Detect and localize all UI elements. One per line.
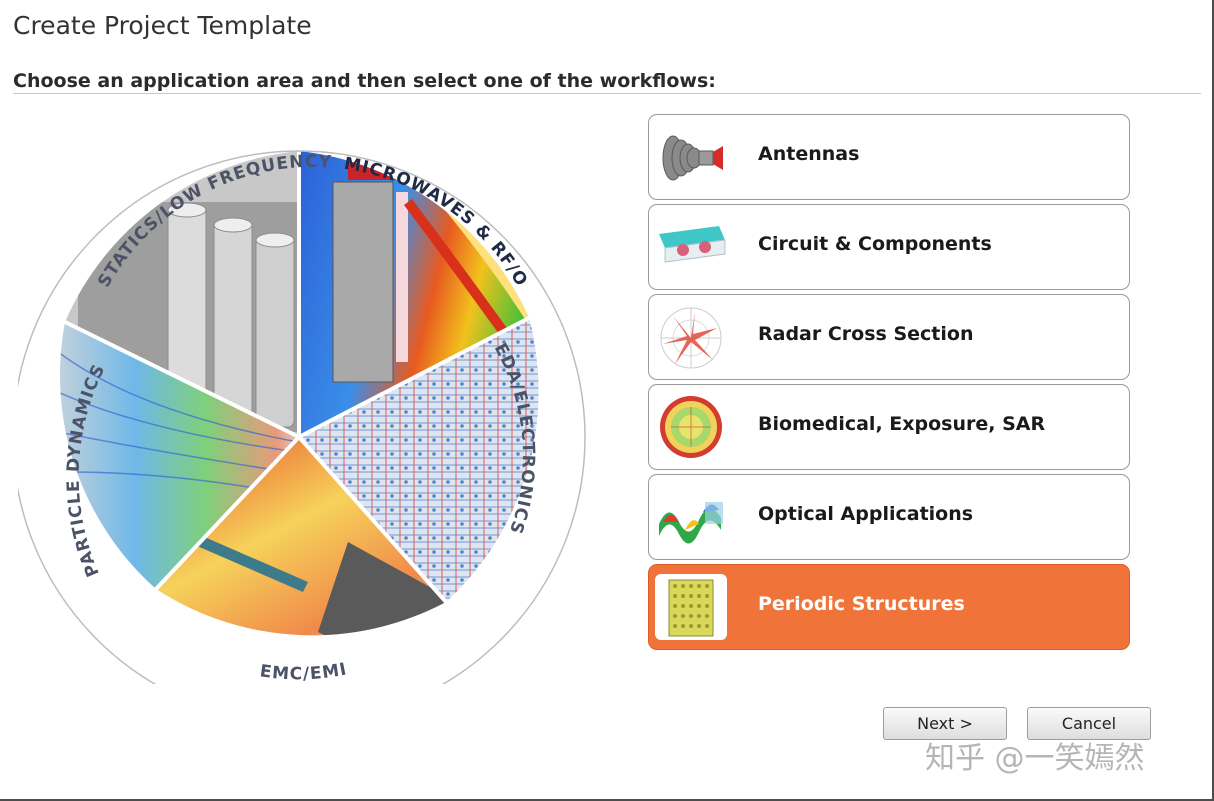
workflow-label: Circuit & Components [758,233,992,255]
workflow-circuit-components[interactable]: Circuit & Components [648,204,1130,290]
window-border-bottom [0,799,1214,801]
application-area-wheel: STATICS/LOW FREQUENCY MICROWAVES & RF/OP… [18,112,586,684]
window-border-right [1212,0,1214,801]
next-button[interactable]: Next > [883,707,1007,740]
workflow-label: Biomedical, Exposure, SAR [758,413,1046,435]
workflow-label: Radar Cross Section [758,323,974,345]
wheel-dividers [64,151,530,604]
workflow-optical-applications[interactable]: Optical Applications [648,474,1130,560]
optical-wave-icon [659,502,723,544]
workflow-label: Periodic Structures [758,593,965,615]
radar-pattern-icon [660,307,722,369]
divider [13,93,1201,94]
periodic-grid-icon [655,574,727,640]
dialog-subtitle: Choose an application area and then sele… [13,70,716,92]
workflow-periodic-structures[interactable]: Periodic Structures [648,564,1130,650]
watermark: 知乎 @一笑嫣然 [925,741,1145,776]
cancel-button[interactable]: Cancel [1027,707,1151,740]
circuit-icon [659,226,726,263]
workflow-antennas[interactable]: Antennas [648,114,1130,200]
workflow-list: Antennas Circuit & Components Radar Cros… [648,114,1130,654]
wheel-label-emc: EMC/EMI [259,659,349,684]
workflow-biomedical[interactable]: Biomedical, Exposure, SAR [648,384,1130,470]
biomedical-icon [660,396,722,458]
workflow-label: Optical Applications [758,503,974,525]
workflow-radar-cross-section[interactable]: Radar Cross Section [648,294,1130,380]
antenna-icon [662,135,723,181]
wheel-outline [18,150,586,684]
workflow-label: Antennas [758,143,860,165]
dialog-title: Create Project Template [13,11,312,40]
